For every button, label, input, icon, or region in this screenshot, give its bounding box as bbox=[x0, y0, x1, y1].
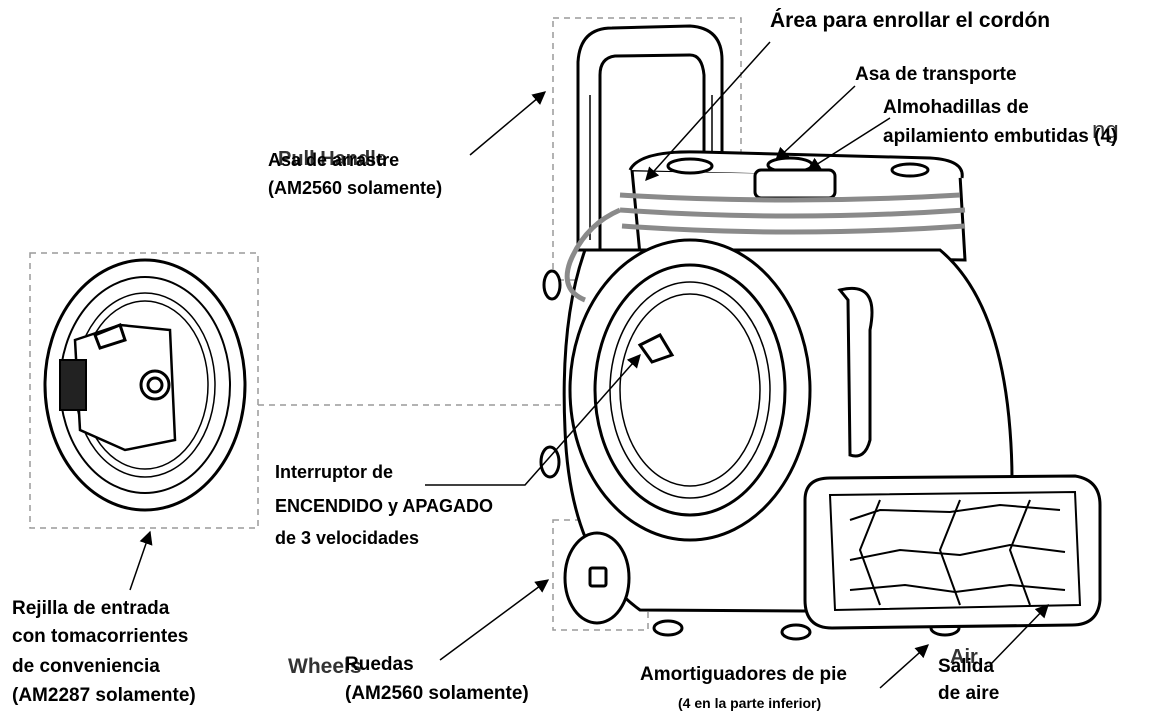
label-switch-2: ENCENDIDO y APAGADO bbox=[275, 496, 494, 516]
label-switch-1: Interruptor de bbox=[275, 462, 394, 482]
arrow-carry-handle bbox=[775, 85, 856, 161]
arrow-switch bbox=[425, 353, 641, 486]
label-inlet-2: con tomacorrientes bbox=[12, 626, 189, 647]
arrow-inlet-grill bbox=[129, 530, 153, 591]
wheel bbox=[563, 531, 631, 625]
ghost-label-air: Air bbox=[950, 646, 978, 668]
label-inlet-1: Rejilla de entrada bbox=[12, 598, 170, 619]
arrow-feet bbox=[879, 644, 930, 689]
leader-arrows bbox=[129, 41, 1049, 689]
inlet-grill bbox=[43, 258, 247, 512]
label-wheels-2: (AM2560 solamente) bbox=[345, 683, 529, 704]
arrow-stacking-pads bbox=[806, 117, 891, 171]
power-cord bbox=[564, 192, 966, 303]
label-carry-handle: Asa de transporte bbox=[855, 64, 1017, 85]
label-pull-handle-1: Asa de arrastre bbox=[268, 150, 400, 170]
label-outlet-1: Salida bbox=[938, 656, 994, 677]
arrow-pull-handle bbox=[469, 91, 547, 156]
arrow-outlet bbox=[989, 604, 1049, 666]
ghost-label-ng: ng bbox=[1092, 117, 1119, 144]
inlet-grill-callout-box bbox=[29, 252, 259, 529]
label-feet-2: (4 en la parte inferior) bbox=[678, 695, 822, 711]
label-inlet-3: de conveniencia bbox=[12, 656, 160, 677]
label-pull-handle-2: (AM2560 solamente) bbox=[268, 178, 443, 198]
label-inlet-4: (AM2287 solamente) bbox=[12, 685, 196, 706]
arrow-wheels bbox=[439, 579, 550, 661]
label-wheels-1: Ruedas bbox=[345, 654, 414, 675]
ghost-label-wheels: Wheels bbox=[288, 655, 362, 678]
ghost-label-pull-handle: Pull Handle bbox=[278, 148, 387, 170]
label-outlet-2: de aire bbox=[938, 683, 1000, 704]
label-cord-area: Área para enrollar el cordón bbox=[770, 9, 1051, 32]
arrow-cord-area bbox=[645, 41, 771, 182]
air-outlet-grill bbox=[803, 474, 1102, 630]
label-stacking-pads-2: apilamiento embutidas (4) bbox=[883, 126, 1118, 147]
label-feet-1: Amortiguadores de pie bbox=[640, 664, 847, 685]
label-stacking-pads-1: Almohadillas de bbox=[883, 97, 1029, 118]
label-switch-3: de 3 velocidades bbox=[275, 528, 420, 548]
